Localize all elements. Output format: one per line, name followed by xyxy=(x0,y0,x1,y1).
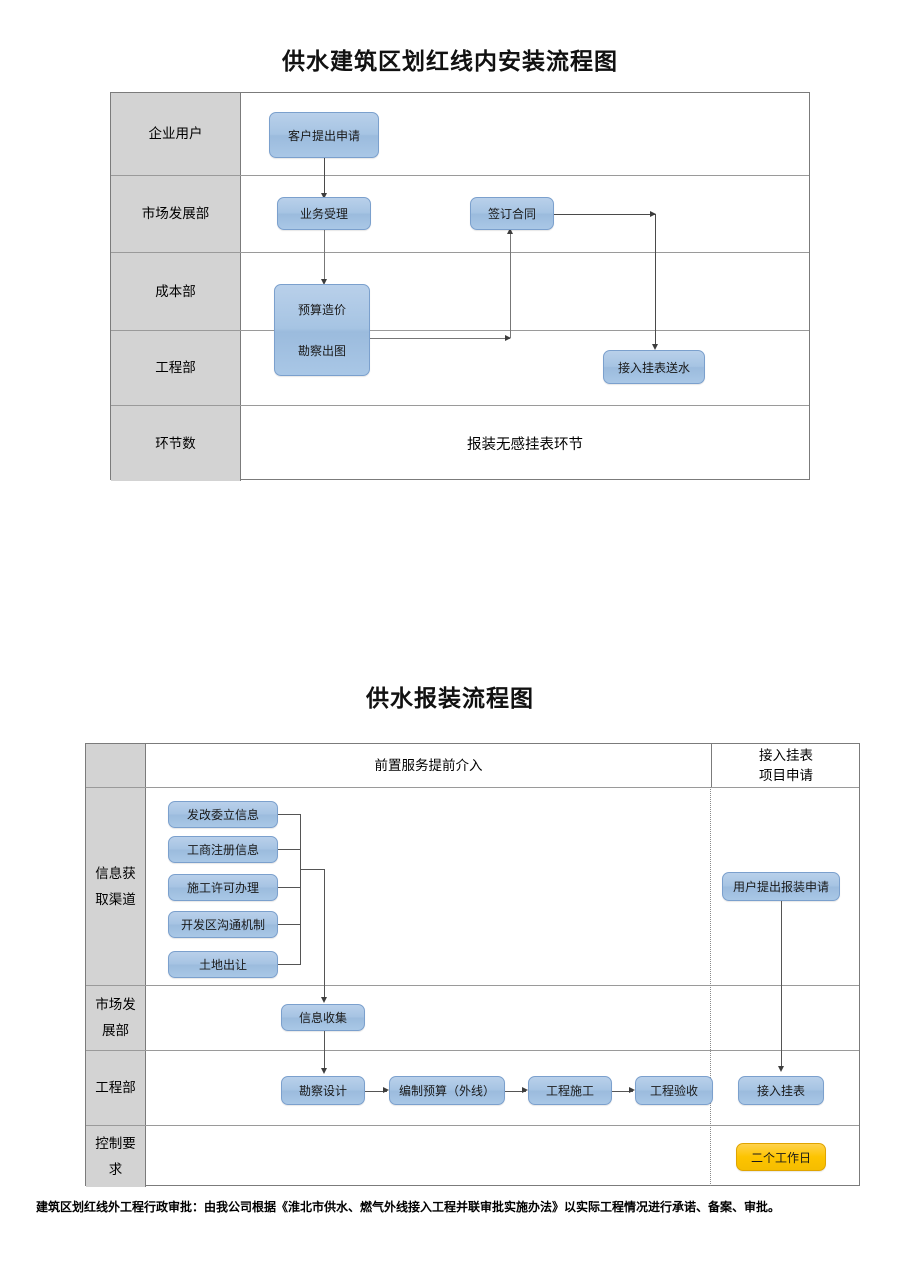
connector-bus-to-drop xyxy=(300,869,325,870)
connector-contract-to-meter-h xyxy=(553,214,655,215)
connector-channel-2-stub xyxy=(278,887,301,888)
arrowhead-right xyxy=(629,1087,635,1093)
node-budget-cost-label: 预算造价 xyxy=(297,302,346,317)
connector-survey-to-contract-h xyxy=(370,338,510,339)
header-separator xyxy=(711,744,712,787)
node-channel-0[interactable]: 发改委立信息 xyxy=(168,801,278,828)
node-acceptance[interactable]: 工程验收 xyxy=(635,1076,713,1105)
table-row: 环节数 报装无感挂表环节 xyxy=(111,406,809,481)
arrowhead-up xyxy=(506,228,513,234)
header-preservice-cell: 前置服务提前介入 xyxy=(374,757,483,774)
node-channel-2[interactable]: 施工许可办理 xyxy=(168,874,278,901)
node-channel-4[interactable]: 土地出让 xyxy=(168,951,278,978)
row-body: 报装无感挂表环节 xyxy=(241,406,809,481)
header-right-line2: 项目申请 xyxy=(759,767,813,784)
header-corner-cell xyxy=(86,744,146,787)
row-label-control-requirement: 控制要 求 xyxy=(86,1126,146,1187)
table-row: 控制要 求 xyxy=(86,1126,859,1187)
row-label-line2: 取渠道 xyxy=(95,891,136,908)
header-right-line1: 接入挂表 xyxy=(759,747,813,764)
node-sign-contract[interactable]: 签订合同 xyxy=(470,197,554,230)
row-label-enterprise-user: 企业用户 xyxy=(111,93,241,175)
row-label-engineering-department: 工程部 xyxy=(86,1051,146,1125)
connector-accept-to-budget xyxy=(324,230,325,283)
node-user-apply[interactable]: 用户提出报装申请 xyxy=(722,872,840,901)
footer-note: 建筑区划红线外工程行政审批：由我公司根据《淮北市供水、燃气外线接入工程并联审批实… xyxy=(36,1200,781,1214)
node-connect-meter[interactable]: 接入挂表 xyxy=(738,1076,824,1105)
connector-channel-3-stub xyxy=(278,924,301,925)
node-construction[interactable]: 工程施工 xyxy=(528,1076,612,1105)
arrowhead-down xyxy=(651,344,658,350)
table-row: 企业用户 xyxy=(111,93,809,176)
diagram1-title: 供水建筑区划红线内安装流程图 xyxy=(282,49,618,75)
row-label-line1: 信息获 xyxy=(95,865,136,882)
node-channel-1[interactable]: 工商注册信息 xyxy=(168,836,278,863)
row-label-cost-department: 成本部 xyxy=(111,253,241,330)
arrowhead-down xyxy=(777,1066,784,1072)
row-label-engineering-department: 工程部 xyxy=(111,331,241,405)
connector-channel-1-stub xyxy=(278,849,301,850)
diagram1-swimlane-table: 企业用户 市场发展部 成本部 工程部 环节数 报装无感挂表环节 xyxy=(110,92,810,481)
row-label-step-count: 环节数 xyxy=(111,406,241,481)
node-survey-drawing-label: 勘察出图 xyxy=(297,343,346,358)
connector-info-collect-to-survey xyxy=(324,1031,325,1071)
connector-drop-to-info-collect xyxy=(324,869,325,1000)
connector-survey-to-budget xyxy=(365,1090,387,1092)
connector-construction-to-acceptance xyxy=(612,1090,633,1092)
table-row: 工程部 xyxy=(111,331,809,406)
node-connect-meter-water[interactable]: 接入挂表送水 xyxy=(603,350,705,384)
header-connect-meter-cell: 接入挂表 项目申请 xyxy=(711,744,861,787)
connector-contract-to-meter-v xyxy=(655,214,656,348)
arrowhead-right xyxy=(522,1087,528,1093)
row-label-market-development: 市场发 展部 xyxy=(86,986,146,1050)
node-info-collect[interactable]: 信息收集 xyxy=(281,1004,365,1031)
connector-channel-4-stub xyxy=(278,964,301,965)
diagram2-title: 供水报装流程图 xyxy=(366,686,534,712)
arrowhead-right xyxy=(383,1087,389,1093)
summary-text: 报装无感挂表环节 xyxy=(467,437,583,453)
row-label-info-channels: 信息获 取渠道 xyxy=(86,788,146,985)
row-label-line1: 市场发 xyxy=(95,997,136,1013)
table-row: 信息获 取渠道 xyxy=(86,788,859,986)
row-label-market-development: 市场发展部 xyxy=(111,176,241,252)
node-survey-design[interactable]: 勘察设计 xyxy=(281,1076,365,1105)
node-business-accept[interactable]: 业务受理 xyxy=(277,197,371,230)
connector-survey-to-contract-v xyxy=(510,230,511,338)
arrowhead-down xyxy=(320,279,327,285)
node-channel-3[interactable]: 开发区沟通机制 xyxy=(168,911,278,938)
arrowhead-right xyxy=(650,210,656,217)
table-row: 市场发 展部 xyxy=(86,986,859,1051)
table-row: 工程部 xyxy=(86,1051,859,1126)
row-label-line2: 展部 xyxy=(102,1023,129,1039)
row-body xyxy=(146,986,859,1050)
node-customer-apply[interactable]: 客户提出申请 xyxy=(269,112,379,158)
arrowhead-down xyxy=(320,997,327,1003)
node-budget-and-survey[interactable]: 预算造价 勘察出图 xyxy=(274,284,370,376)
section-dashed-divider xyxy=(710,787,711,1186)
table-row: 市场发展部 xyxy=(111,176,809,253)
connector-apply-to-accept xyxy=(324,158,325,196)
row-label-line1: 控制要 xyxy=(95,1135,136,1152)
row-label-line2: 求 xyxy=(108,1161,123,1178)
arrowhead-down xyxy=(320,193,327,199)
table-header-row: 前置服务提前介入 接入挂表 项目申请 xyxy=(86,744,859,788)
connector-user-apply-to-connect-meter xyxy=(781,901,782,1069)
node-two-working-days[interactable]: 二个工作日 xyxy=(736,1143,826,1171)
connector-channel-0-stub xyxy=(278,814,301,815)
connector-channel-bus xyxy=(300,814,301,965)
arrowhead-right xyxy=(505,334,511,341)
table-row: 成本部 xyxy=(111,253,809,331)
arrowhead-down xyxy=(320,1068,327,1074)
node-budget-outer[interactable]: 编制预算（外线） xyxy=(389,1076,505,1105)
connector-budget-to-construction xyxy=(505,1090,526,1092)
